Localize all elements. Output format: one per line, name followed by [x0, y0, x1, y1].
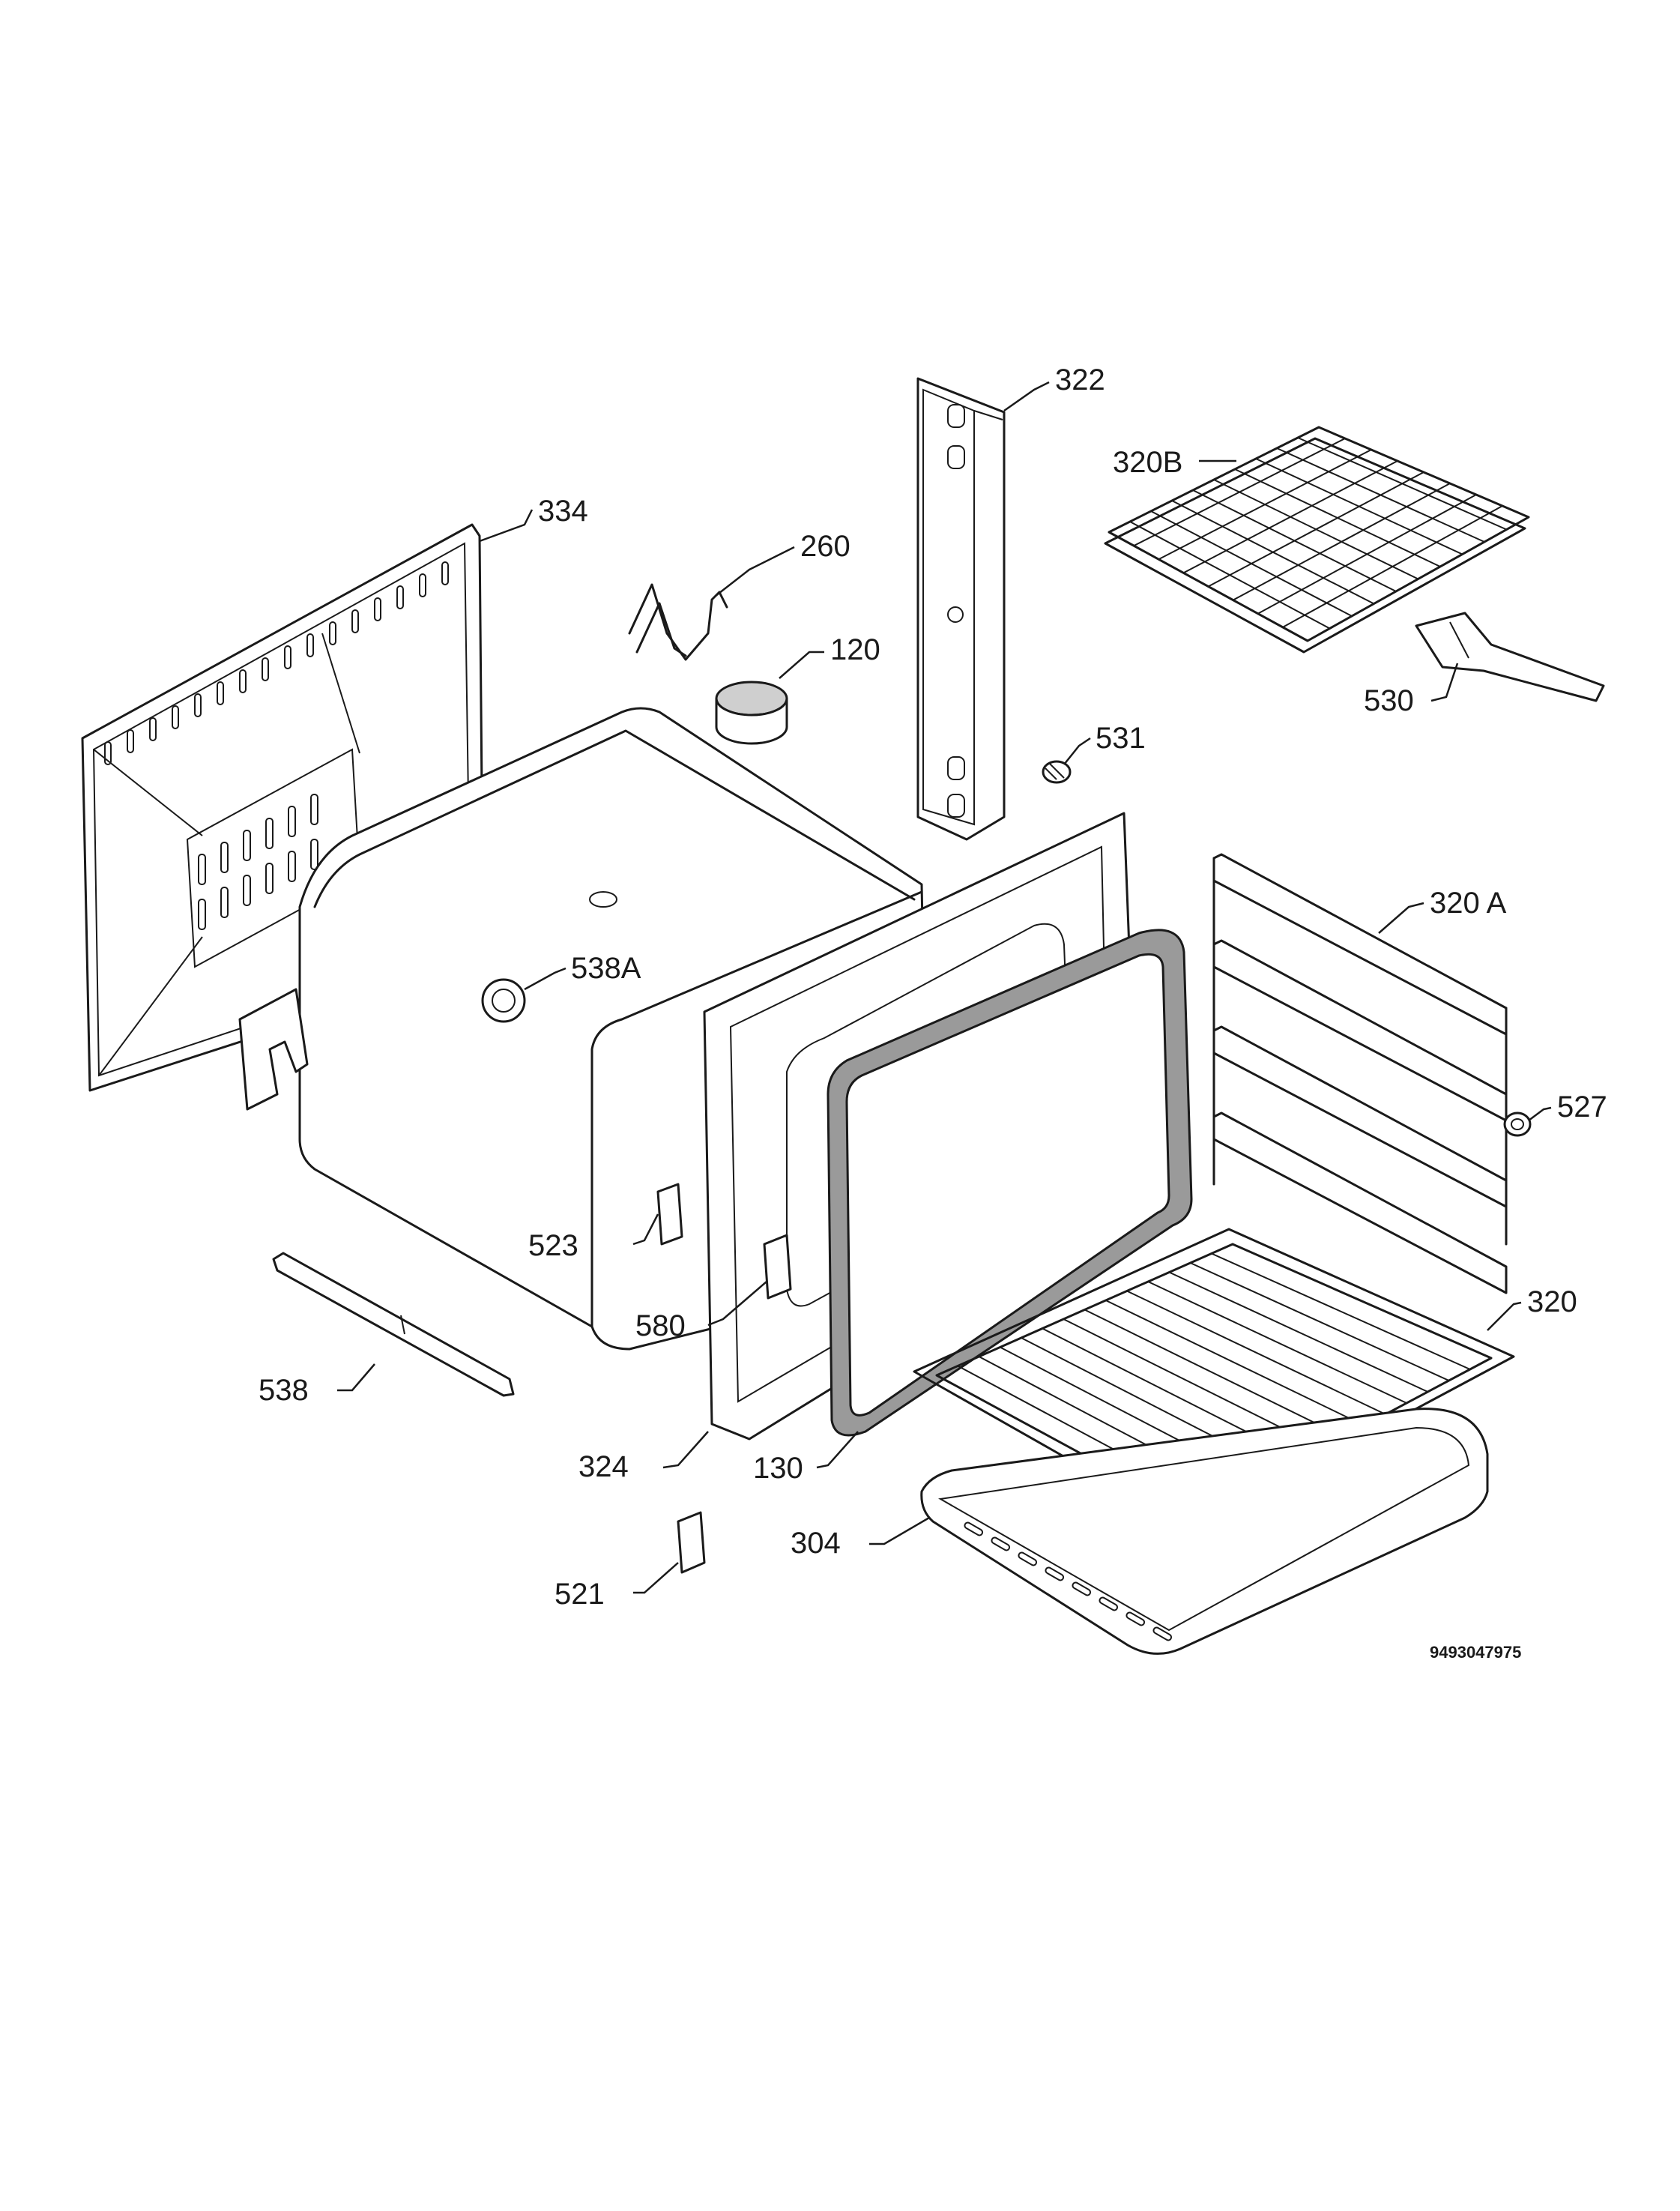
vent-slot [441, 561, 449, 585]
nut-531 [1042, 760, 1072, 784]
rack-bar [1190, 1262, 1449, 1381]
runner-bar [1212, 1111, 1508, 1294]
vent-slot [288, 851, 296, 882]
cover-521 [677, 1511, 706, 1574]
vent-slot [310, 794, 318, 825]
filter-120 [715, 681, 788, 745]
runner-bar [1212, 1025, 1508, 1208]
label-260: 260 [800, 530, 850, 563]
vent-slot [329, 621, 336, 645]
tray-slot [1018, 1551, 1038, 1566]
label-580: 580 [635, 1309, 686, 1342]
rack-wire [1233, 483, 1451, 601]
screw-527 [1503, 1111, 1532, 1137]
rack-wire [1182, 460, 1398, 574]
rack-wire [1158, 449, 1372, 561]
leader-lines [337, 381, 1552, 1594]
label-304: 304 [791, 1527, 841, 1560]
rack-bar [1168, 1271, 1428, 1393]
vent-slot [243, 830, 251, 861]
rack-wire [1133, 438, 1346, 547]
vent-slot [284, 645, 291, 669]
label-120: 120 [830, 633, 880, 666]
rack-wire [1208, 471, 1424, 588]
label-531: 531 [1096, 722, 1146, 755]
label-334: 334 [538, 495, 588, 528]
runner-bar [1212, 939, 1508, 1122]
vent-slot [172, 705, 179, 729]
label-521: 521 [555, 1578, 605, 1611]
label-538a: 538A [571, 952, 641, 985]
label-320a: 320 A [1430, 887, 1507, 920]
vent-slot [351, 609, 359, 633]
label-320: 320 [1527, 1285, 1577, 1318]
knob-538a [481, 978, 526, 1023]
rack-bar [1105, 1300, 1365, 1426]
tray-slot [1045, 1566, 1065, 1581]
vent-slot [217, 681, 224, 705]
trim-strip-538 [272, 1252, 515, 1397]
label-527: 527 [1557, 1091, 1607, 1123]
vent-slot [265, 818, 274, 849]
rack-bar [1084, 1309, 1344, 1438]
side-rail-322 [916, 377, 1006, 841]
wire-clip-260 [628, 583, 728, 661]
rack-bar [1211, 1252, 1471, 1370]
label-324: 324 [578, 1450, 629, 1483]
shelf-runners-320a [1212, 853, 1508, 1294]
tray-slot [1152, 1626, 1173, 1641]
runner-bar [1212, 853, 1508, 1036]
vent-slot [104, 741, 112, 765]
vent-slot [306, 633, 314, 657]
label-530: 530 [1364, 684, 1414, 717]
vent-slot [265, 863, 274, 894]
rack-bar [1147, 1281, 1407, 1404]
callout-labels: 334 260 120 322 320B 530 531 320 A 538A … [259, 364, 1607, 1611]
diagram-code: 9493047975 [1430, 1643, 1521, 1662]
handle-530 [1415, 612, 1605, 702]
vent-slot [149, 717, 157, 741]
vent-slot [396, 585, 404, 609]
vent-slot [243, 875, 251, 906]
tray-slot [991, 1536, 1011, 1551]
vent-slot [262, 657, 269, 681]
tray-slot [1072, 1581, 1092, 1596]
vent-slot [127, 729, 134, 753]
tray-slot [1125, 1611, 1146, 1626]
wire-rack-320b [1104, 426, 1530, 654]
label-322: 322 [1055, 364, 1105, 396]
vent-slot [288, 806, 296, 837]
label-538: 538 [259, 1374, 309, 1407]
baking-tray-304 [920, 1408, 1489, 1655]
tray-slot [1099, 1596, 1119, 1611]
label-523: 523 [528, 1229, 578, 1262]
rack-bar [1126, 1290, 1386, 1415]
vent-slot [419, 573, 426, 597]
tray-slot [964, 1521, 984, 1536]
door-clip-580 [763, 1234, 792, 1300]
label-130: 130 [753, 1452, 803, 1485]
door-seal-130 [827, 929, 1193, 1437]
vent-slot [198, 899, 206, 930]
clip-523 [656, 1183, 683, 1246]
vent-slot [310, 839, 318, 870]
vent-slot [220, 887, 229, 918]
vent-slot [239, 669, 247, 693]
rack-wire [1257, 494, 1477, 615]
vent-slot [374, 597, 381, 621]
rack-wire [1282, 505, 1503, 628]
vent-slot [198, 854, 206, 885]
vent-slot [194, 693, 202, 717]
vent-slot [220, 842, 229, 873]
label-320b: 320B [1113, 446, 1182, 479]
